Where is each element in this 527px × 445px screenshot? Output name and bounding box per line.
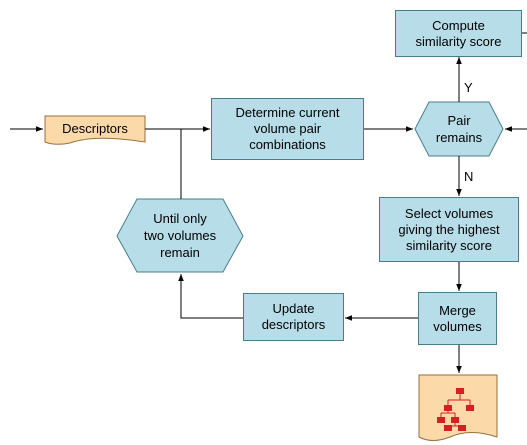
compute-similarity-box: Compute similarity score — [395, 10, 522, 57]
compute-similarity-label: Compute similarity score — [415, 17, 502, 49]
select-volumes-box: Select volumes giving the highest simila… — [379, 197, 519, 262]
descriptors-input-shape — [44, 115, 146, 145]
until-two-remain-label: Until only two volumes remain — [143, 211, 217, 260]
determine-pairs-label: Determine current volume pair combinatio… — [235, 105, 340, 152]
descriptors-label: Descriptors — [62, 121, 128, 136]
pair-remains-decision-shape — [414, 101, 504, 157]
hierarchy-tree-icon — [418, 374, 498, 441]
arrow-update-to-loop — [178, 274, 243, 319]
edge-label-yes: Y — [464, 80, 473, 95]
loop-limit-shape — [116, 198, 244, 273]
edge-label-yes-text: Y — [464, 80, 473, 95]
merge-volumes-label: Merge volumes — [433, 302, 482, 334]
update-descriptors-label: Update descriptors — [261, 301, 326, 332]
select-volumes-label: Select volumes giving the highest simila… — [398, 205, 500, 253]
descriptors-input: Descriptors — [45, 116, 145, 142]
pair-remains-label: Pair remains — [435, 113, 483, 145]
edge-label-no: N — [464, 169, 473, 184]
determine-pairs-box: Determine current volume pair combinatio… — [211, 98, 364, 160]
edge-label-no-text: N — [464, 169, 474, 184]
until-two-remain-loop: Until only two volumes remain — [117, 199, 243, 272]
merge-volumes-box: Merge volumes — [418, 292, 497, 345]
update-descriptors-box: Update descriptors — [243, 293, 344, 341]
pair-remains-decision: Pair remains — [415, 102, 503, 156]
